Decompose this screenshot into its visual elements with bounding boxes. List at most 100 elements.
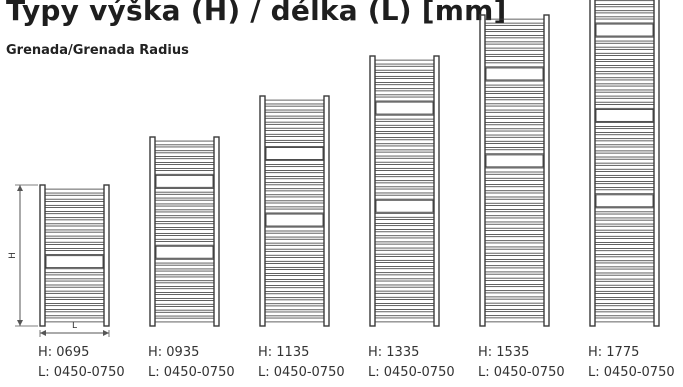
radiator-6-bar [594, 61, 655, 66]
radiator-1-bar [44, 268, 105, 274]
radiator-4-height-label: H: 1335 [368, 345, 420, 360]
radiator-2-bar [154, 282, 215, 288]
radiator-3-bar [264, 305, 325, 311]
radiator-3-height-label: H: 1135 [258, 345, 310, 360]
radiator-5-bar [484, 49, 545, 55]
radiator-2-bar [154, 264, 215, 270]
page-title: Typy výška (H) / délka (L) [mm] [6, 0, 507, 27]
radiator-6-bar [594, 91, 655, 97]
length-arrow-right [103, 330, 109, 336]
radiator-4-bar [374, 59, 435, 65]
radiator-5-bar [484, 273, 545, 279]
radiator-4-bar [374, 231, 435, 237]
radiator-5-bar [484, 93, 545, 98]
radiator-6-gap [595, 108, 654, 122]
radiator-5-bar [484, 86, 545, 92]
radiator-3-bar [264, 287, 325, 293]
radiator-2-bar [154, 229, 215, 234]
radiator-3-bar [264, 269, 325, 274]
radiator-4-bar [374, 188, 435, 194]
radiator-5-bar [484, 62, 545, 68]
radiator-4-bar [374, 256, 435, 261]
radiator-4-bar [374, 317, 435, 323]
radiator-4-length-label: L: 0450-0750 [368, 365, 455, 380]
radiator-5-bar [484, 292, 545, 298]
radiator-3-bar [264, 293, 325, 299]
radiator-1-height-label: H: 0695 [38, 345, 90, 360]
radiator-5-bar [484, 124, 545, 130]
page-subtitle: Grenada/Grenada Radius [6, 43, 189, 58]
radiator-6-bar [594, 262, 655, 268]
radiator-2-bar [154, 199, 215, 205]
radiator-6-bar [594, 311, 655, 317]
radiator-4-bar [374, 84, 435, 90]
radiator-4-bar [374, 268, 435, 274]
radiator-1-bar [44, 188, 105, 194]
radiator-3-bar [264, 244, 325, 250]
radiator-4-bar [374, 96, 435, 102]
radiator-2-bar [154, 317, 215, 323]
radiator-6-bar [594, 6, 655, 12]
radiator-2-bar [154, 270, 215, 276]
radiator-5-bar [484, 236, 545, 242]
radiator-3-bar [264, 275, 325, 280]
radiator-6-bar [594, 164, 655, 170]
radiator-5-bar [484, 24, 545, 30]
radiator-5-height-label: H: 1535 [478, 345, 530, 360]
radiator-5-bar [484, 217, 545, 223]
radiator-5-bar [484, 304, 545, 310]
radiator-4-bar [374, 194, 435, 200]
radiator-2-bar [154, 223, 215, 228]
radiator-3-bar [264, 317, 325, 323]
radiator-5-bar [484, 230, 545, 235]
radiator-1-bar [44, 311, 105, 317]
radiator-4-bar [374, 225, 435, 230]
length-dimension-label: L [72, 321, 77, 331]
radiator-1-right-post [103, 184, 110, 327]
radiator-1-length-label: L: 0450-0750 [38, 365, 125, 380]
height-arrow-top [17, 185, 23, 191]
radiator-4-bar [374, 114, 435, 120]
radiator-4-bar [374, 133, 435, 138]
radiator-6-bar [594, 97, 655, 103]
radiator-6-bar [594, 238, 655, 243]
radiator-6-bar [594, 268, 655, 274]
radiator-6-bar [594, 0, 655, 5]
radiator-4-left-post [369, 55, 376, 327]
radiator-4-bar [374, 243, 435, 249]
radiator-5-bar [484, 317, 545, 323]
radiator-5-bar [484, 31, 545, 37]
radiator-4-gap [375, 101, 434, 115]
radiator-6-bar [594, 280, 655, 286]
radiator-2-bar [154, 140, 215, 146]
radiator-1-bar [44, 207, 105, 212]
radiator-3-bar [264, 250, 325, 256]
radiator-6-bar [594, 128, 655, 133]
radiator-6-bar [594, 104, 655, 109]
radiator-1-bar [44, 213, 105, 219]
radiator-6-bar [594, 171, 655, 176]
radiator-3-length-label: L: 0450-0750 [258, 365, 345, 380]
radiator-6-bar [594, 183, 655, 188]
radiator-4-bar [374, 145, 435, 151]
radiator-2-bar [154, 164, 215, 169]
height-dimension-label: H [8, 252, 18, 259]
radiator-3-bar [264, 263, 325, 268]
radiator-5-bar [484, 143, 545, 148]
radiator-3-bar [264, 178, 325, 184]
radiator-5-bar [484, 99, 545, 105]
radiator-3-bar [264, 136, 325, 141]
radiator-1-bar [44, 231, 105, 237]
radiator-5-bar [484, 198, 545, 204]
radiator-3-bar [264, 257, 325, 262]
radiator-3-right-post [323, 95, 330, 327]
radiator-4-bar [374, 157, 435, 163]
radiator-6-bar [594, 244, 655, 249]
radiator-4-bar [374, 78, 435, 83]
radiator-5-bar [484, 248, 545, 254]
radiator-2-bar [154, 276, 215, 282]
radiator-6-bar [594, 177, 655, 182]
radiator-3-bar [264, 172, 325, 177]
radiator-3-bar [264, 238, 325, 244]
radiator-5-right-post [543, 14, 550, 327]
